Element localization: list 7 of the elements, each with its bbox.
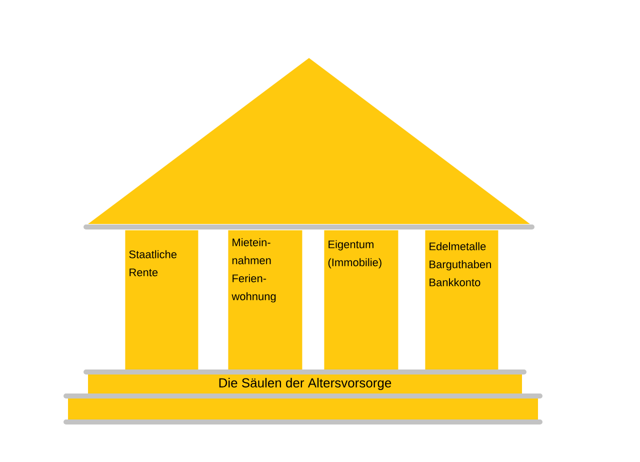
pillar: Eigentum (Immobilie) (324, 230, 398, 370)
bottom-step (68, 398, 538, 420)
pillar: Staatliche Rente (125, 230, 198, 370)
roof-triangle (88, 58, 530, 224)
pillar: Mietein- nahmen Ferien- wohnung (228, 230, 302, 370)
pillar: Edelmetalle Barguthaben Bankkonto (425, 230, 498, 370)
base-step: Die Säulen der Altersvorsorge (88, 374, 522, 394)
